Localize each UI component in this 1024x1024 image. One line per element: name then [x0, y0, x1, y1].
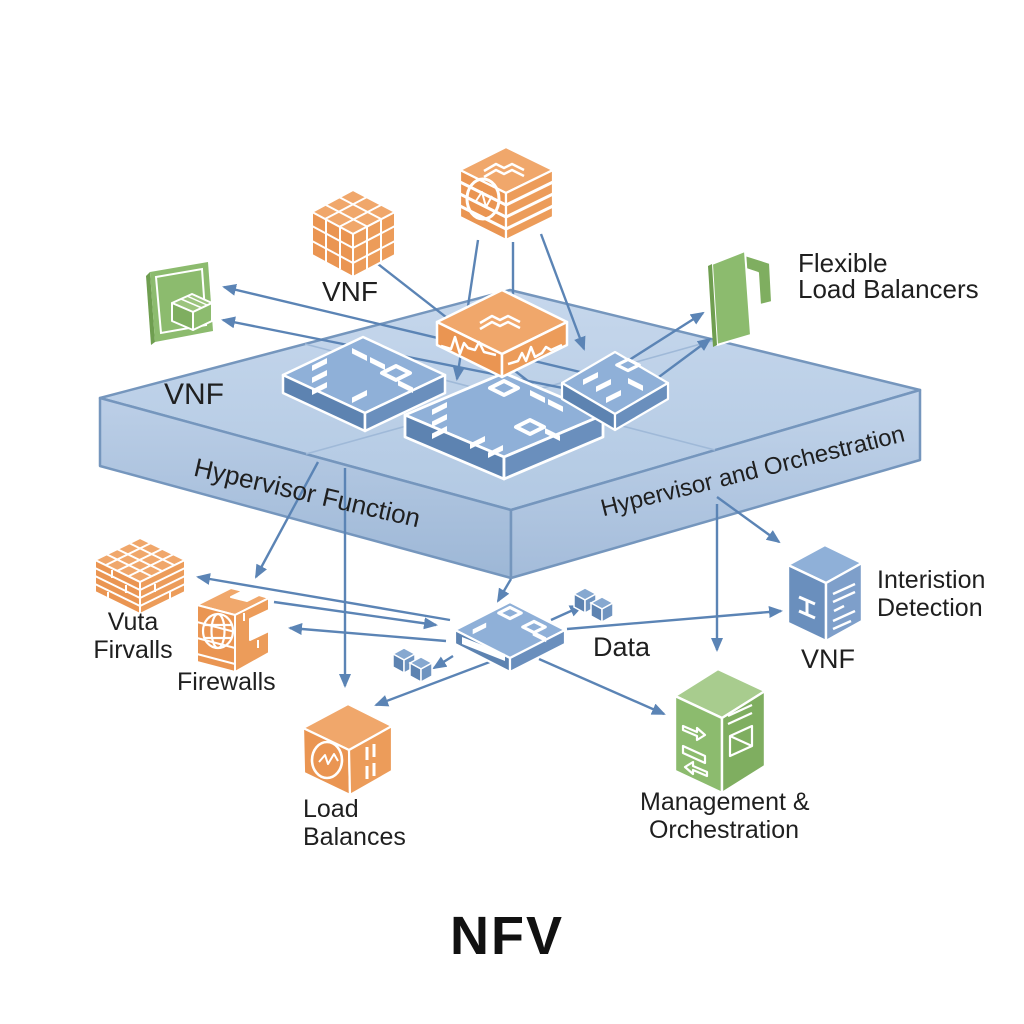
globe-icon: [201, 612, 235, 650]
waveform-module-box: [435, 288, 569, 379]
connector-arrow: [196, 573, 451, 622]
server-slab-right: [560, 350, 670, 432]
connector-arrow: [716, 496, 781, 544]
intrusion-label-line1: Interistion: [877, 566, 986, 594]
balancer-glyph: [318, 753, 339, 765]
doc-icon: [727, 704, 754, 758]
vuta-label-line1: Vuta: [107, 608, 159, 636]
server-slab-left: [281, 335, 447, 433]
list-lines-icon: [832, 582, 856, 631]
connector-arrow: [222, 283, 619, 383]
intrusion-detection-server: [786, 543, 864, 643]
connector-arrow: [566, 606, 783, 631]
vnf-right-label: VNF: [801, 644, 855, 674]
front-slot: [462, 637, 505, 661]
arrows-icon: [681, 724, 709, 778]
brick-grid: [94, 542, 186, 607]
vnf-grid-cube: [311, 189, 396, 278]
balancer-circle-icon: [310, 740, 344, 780]
waveform-icon: [507, 343, 563, 366]
green-panel-module: [146, 262, 213, 345]
flexible-label-line1: Flexible: [798, 248, 888, 278]
intrusion-detection-label: Interistion Detection: [877, 566, 985, 622]
connector-arrow: [273, 600, 438, 630]
badge-circle-icon: [465, 177, 501, 221]
mini-cube-icon: [171, 293, 213, 331]
load-balances-label: Load Balances: [303, 795, 406, 851]
waveform-icon: [440, 335, 497, 357]
connector-arrow: [432, 654, 454, 670]
diagram-title: NFV: [450, 906, 564, 966]
data-label: Data: [593, 632, 651, 662]
vnf-platform-label: VNF: [164, 378, 224, 411]
vuta-firewall-cube: [94, 537, 186, 615]
management-orchestration-server: [673, 667, 767, 795]
management-orchestration-label: Management & Orchestration: [640, 788, 810, 844]
vnf-cube-label: VNF: [322, 276, 378, 307]
flexible-load-balancers-label: Flexible Load Balancers: [798, 250, 979, 302]
port-bars: [365, 744, 376, 779]
brick-module-box: [458, 145, 555, 242]
mini-cube: [409, 656, 433, 683]
vuta-label-line2: Firvalls: [93, 636, 173, 664]
mgmt-label-line2: Orchestration: [648, 816, 800, 844]
badge-glyph: [475, 191, 493, 208]
server-slab-center: [403, 371, 605, 481]
load-balancer-box: [301, 702, 394, 797]
connector-arrow: [496, 578, 513, 603]
connector-arrow: [374, 658, 496, 707]
connector-arrow: [288, 623, 447, 643]
connector-arrow: [254, 461, 320, 579]
firewall-wall: [196, 587, 270, 673]
cube-grid-lines: [311, 196, 396, 270]
intrusion-label-line2: Detection: [877, 594, 983, 622]
flexible-label-line2: Load Balancers: [798, 274, 979, 304]
mgmt-label-line1: Management &: [640, 788, 810, 816]
ibeam-icon: [798, 595, 816, 620]
connector-arrow: [539, 233, 586, 351]
firewalls-label: Firewalls: [177, 668, 276, 696]
load-label-line1: Load: [303, 795, 359, 823]
load-label-line2: Balances: [303, 823, 406, 851]
connector-arrow: [538, 657, 666, 716]
data-switch-slab: [453, 600, 567, 674]
flexible-load-balancer-folder: [708, 250, 773, 347]
mini-cube: [590, 596, 614, 623]
vuta-firvalls-label: Vuta Firvalls: [85, 608, 181, 664]
